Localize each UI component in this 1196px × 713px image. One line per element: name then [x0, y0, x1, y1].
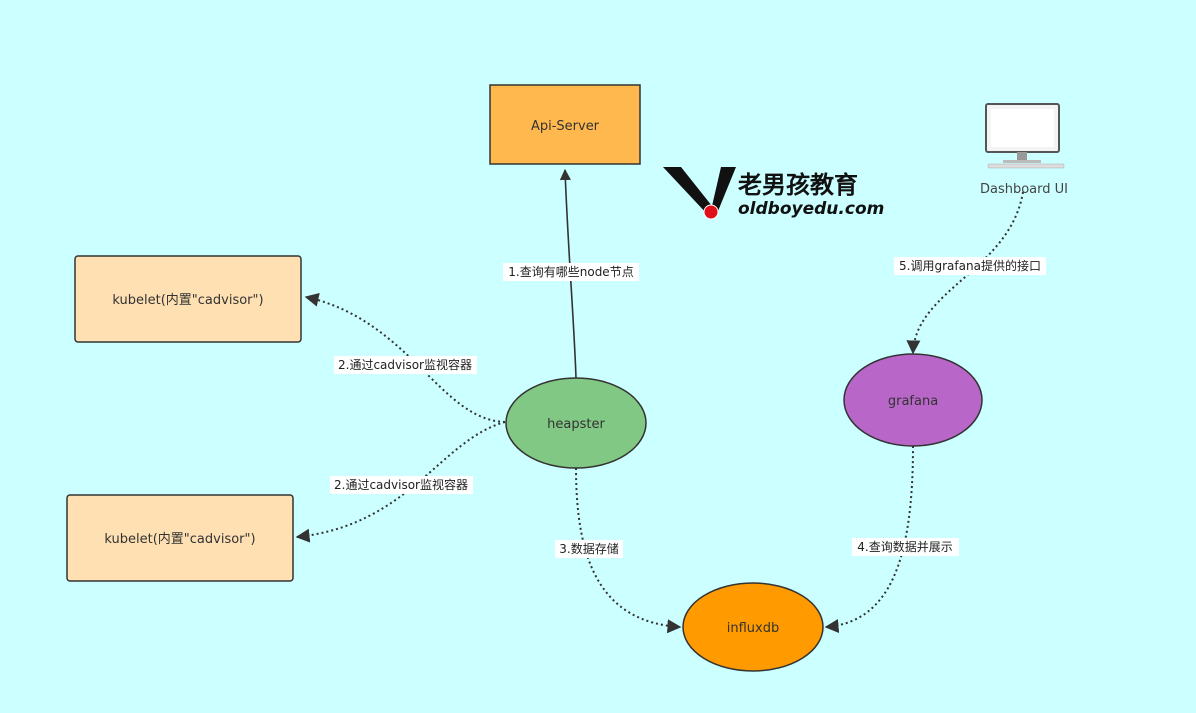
edge-label-query-show: 4.查询数据并展示 — [852, 538, 959, 556]
logo-en-text: oldboyedu.com — [738, 199, 884, 219]
kubelet-bottom-label: kubelet(内置"cadvisor") — [104, 531, 255, 547]
edge-label-store-text: 3.数据存储 — [559, 541, 618, 556]
logo-cn-text: 老男孩教育 — [738, 171, 858, 199]
api-server-label: Api-Server — [531, 119, 600, 134]
kubelet-top-node[interactable]: kubelet(内置"cadvisor") — [74, 255, 302, 343]
edge-heapster-kubelet-top — [304, 292, 506, 423]
heapster-node[interactable]: heapster — [505, 377, 647, 469]
influxdb-node[interactable]: influxdb — [682, 582, 824, 672]
edge-label-store: 3.数据存储 — [555, 540, 623, 558]
kubelet-bottom-node[interactable]: kubelet(内置"cadvisor") — [66, 494, 294, 582]
edge-heapster-api-server — [559, 168, 577, 379]
edge-dashboard-grafana — [906, 191, 1024, 355]
dashboard-node[interactable]: Dashboard UI — [980, 103, 1068, 197]
kubelet-top-label: kubelet(内置"cadvisor") — [112, 292, 263, 308]
influxdb-label: influxdb — [727, 621, 779, 636]
heapster-label: heapster — [547, 417, 605, 432]
edge-label-query-nodes-text: 1.查询有哪些node节点 — [508, 265, 633, 279]
edge-grafana-influxdb — [824, 445, 914, 633]
grafana-node[interactable]: grafana — [843, 353, 983, 447]
monitor-icon — [985, 103, 1065, 169]
edge-label-query-show-text: 4.查询数据并展示 — [857, 539, 952, 554]
edge-label-monitor-bottom-text: 2.通过cadvisor监视容器 — [334, 477, 468, 492]
edge-label-monitor-top-text: 2.通过cadvisor监视容器 — [338, 357, 472, 372]
dashboard-label: Dashboard UI — [980, 182, 1068, 197]
api-server-node[interactable]: Api-Server — [489, 84, 641, 165]
oldboyedu-logo: 老男孩教育 oldboyedu.com — [663, 167, 884, 220]
grafana-label: grafana — [888, 394, 938, 409]
edge-label-call-api-text: 5.调用grafana提供的接口 — [899, 258, 1041, 273]
edge-label-monitor-bottom: 2.通过cadvisor监视容器 — [330, 476, 473, 494]
logo-mark-icon — [663, 167, 736, 220]
edge-heapster-influxdb — [575, 467, 682, 634]
edge-label-monitor-top: 2.通过cadvisor监视容器 — [334, 356, 477, 374]
edge-label-call-api: 5.调用grafana提供的接口 — [894, 257, 1046, 275]
edge-label-query-nodes: 1.查询有哪些node节点 — [503, 263, 639, 281]
